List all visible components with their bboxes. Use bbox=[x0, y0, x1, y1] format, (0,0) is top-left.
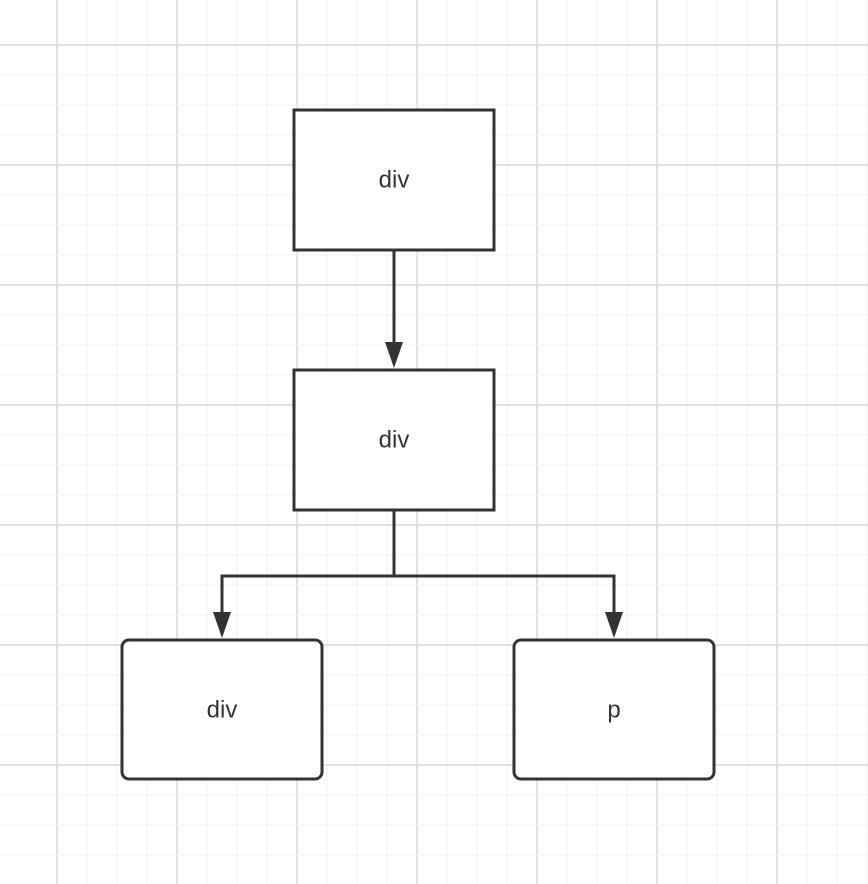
edge-div-to-left-div bbox=[220, 510, 396, 614]
node-root-div[interactable]: div bbox=[292, 108, 496, 252]
arrowhead-icon bbox=[213, 612, 231, 638]
node-middle-div[interactable]: div bbox=[292, 368, 496, 512]
node-label: div bbox=[379, 166, 410, 193]
arrowhead-icon bbox=[605, 612, 623, 638]
node-label: div bbox=[207, 696, 238, 723]
node-label: div bbox=[379, 426, 410, 453]
edges bbox=[213, 250, 623, 638]
node-label: p bbox=[607, 696, 620, 723]
node-leaf-p[interactable]: p bbox=[512, 638, 716, 781]
edge-div-to-p bbox=[394, 574, 616, 614]
node-leaf-div[interactable]: div bbox=[120, 638, 324, 781]
nodes: div div div p bbox=[120, 108, 716, 781]
arrowhead-icon bbox=[385, 342, 403, 368]
